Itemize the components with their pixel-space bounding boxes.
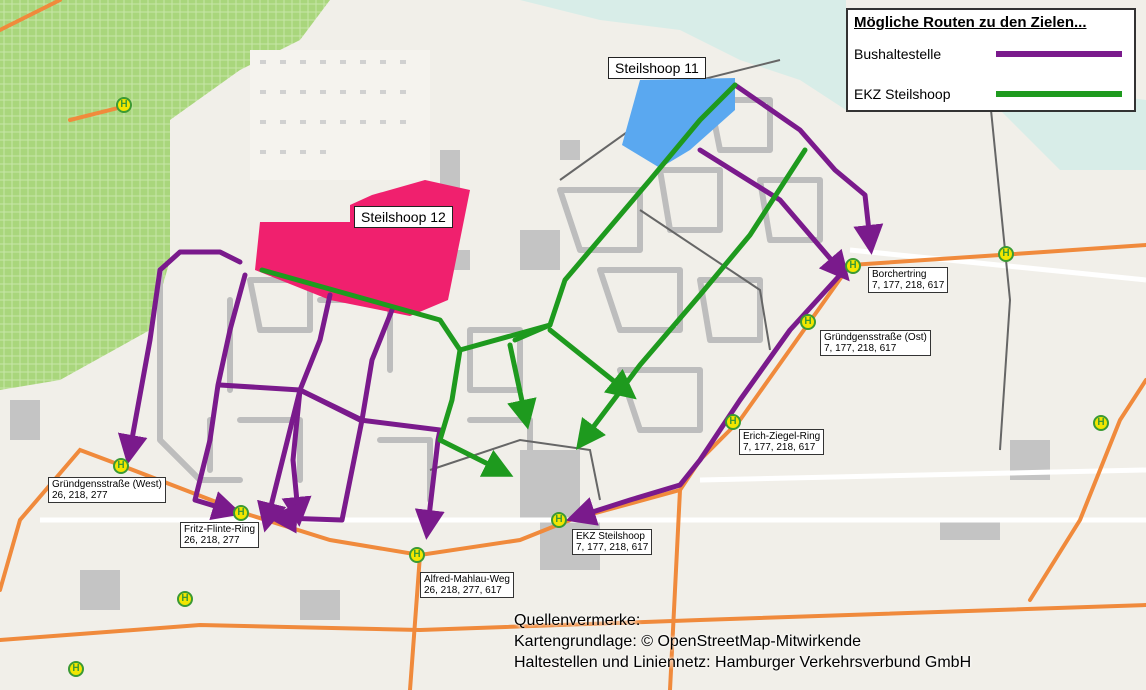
credits-heading: Quellenvermerke: (514, 612, 641, 629)
map-legend: Mögliche Routen zu den Zielen... Bushalt… (846, 8, 1136, 112)
bus-routes (117, 82, 884, 540)
steilshoop-12-area (255, 180, 470, 316)
steilshoop-11-area (622, 78, 735, 168)
steilshoop-11-label: Steilshoop 11 (608, 57, 706, 79)
bus-stop-icon[interactable]: H (409, 547, 425, 563)
bus-stop-icon[interactable]: H (177, 591, 193, 607)
bus-stop-icon[interactable]: H (998, 246, 1014, 262)
credits-map-base: Kartengrundlage: © OpenStreetMap-Mitwirk… (514, 633, 862, 650)
steilshoop-12-label: Steilshoop 12 (354, 206, 453, 228)
park-area (0, 0, 330, 390)
credits-transit: Haltestellen und Liniennetz: Hamburger V… (514, 654, 972, 671)
legend-label-bus: Bushaltestelle (854, 46, 942, 62)
bus-stop-icon[interactable]: H (113, 458, 129, 474)
stop-label-gruendgensstrasse-west: Gründgensstraße (West)26, 218, 277 (48, 477, 166, 503)
bus-stop-icon[interactable]: H (845, 258, 861, 274)
stop-label-gruendgensstrasse-ost: Gründgensstraße (Ost)7, 177, 218, 617 (820, 330, 931, 356)
lake-area (520, 0, 846, 110)
bus-stop-icon[interactable]: H (1093, 415, 1109, 431)
legend-title: Mögliche Routen zu den Zielen... (854, 14, 1087, 31)
legend-swatch-ekz (996, 91, 1122, 97)
source-credits: Quellenvermerke: Kartengrundlage: © Open… (514, 610, 971, 673)
allotment-gardens (250, 50, 430, 180)
bus-stop-icon[interactable]: H (725, 414, 741, 430)
bus-stop-icon[interactable]: H (551, 512, 567, 528)
bus-stop-icon[interactable]: H (68, 661, 84, 677)
ekz-routes (259, 82, 808, 477)
legend-swatch-bus (996, 51, 1122, 57)
legend-label-ekz: EKZ Steilshoop (854, 86, 951, 102)
bus-stop-icon[interactable]: H (116, 97, 132, 113)
bus-stop-icon[interactable]: H (233, 505, 249, 521)
bus-stop-icon[interactable]: H (800, 314, 816, 330)
